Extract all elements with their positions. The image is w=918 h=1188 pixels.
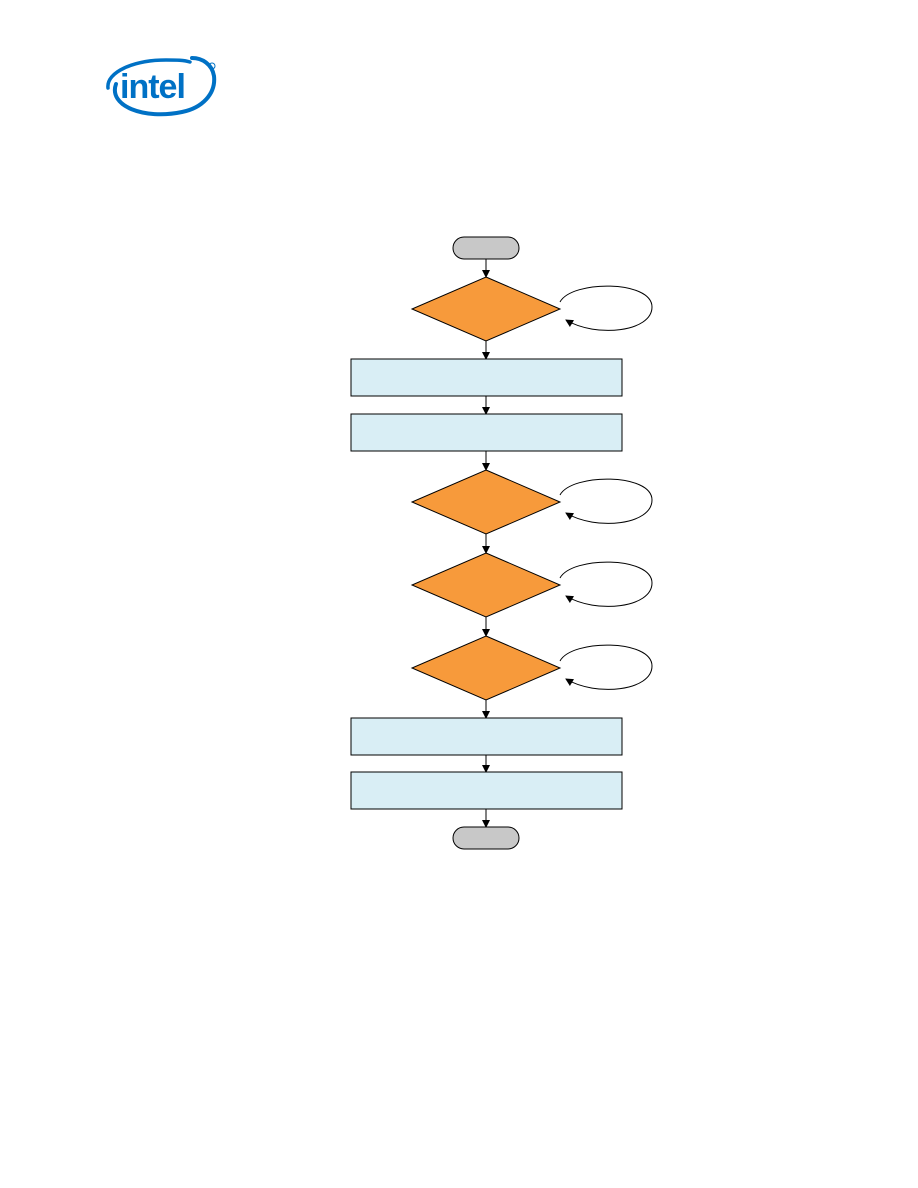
decision-diamond-1 [410, 276, 562, 342]
intel-logo: intel [106, 56, 217, 117]
process-box-4 [350, 771, 623, 810]
decision-diamond-3 [410, 552, 562, 618]
logo-swoosh-top [106, 58, 192, 90]
logo-registered-dot [208, 62, 216, 70]
logo-swoosh [112, 56, 217, 117]
loop-1 [559, 285, 653, 331]
logo-text: intel [120, 68, 185, 106]
start-terminal [452, 236, 520, 260]
loop-2 [559, 478, 653, 524]
loop-3 [559, 561, 653, 607]
process-box-1 [350, 358, 623, 397]
process-box-3 [350, 717, 623, 756]
decision-diamond-4 [410, 635, 562, 701]
process-box-2 [350, 413, 623, 452]
decision-diamond-2 [410, 469, 562, 535]
end-terminal [452, 826, 520, 850]
loop-4 [559, 644, 653, 690]
